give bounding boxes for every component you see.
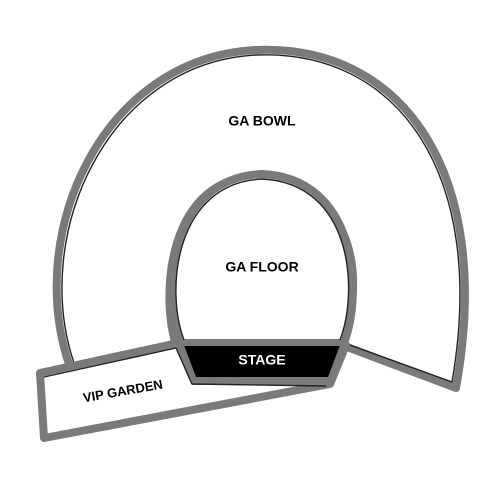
ga-floor-inner-line <box>175 178 350 341</box>
stage-label: STAGE <box>238 352 285 368</box>
ga-floor-shape[interactable] <box>167 170 357 347</box>
section-ga-floor[interactable]: GA FLOOR <box>167 170 357 347</box>
ga-floor-label: GA FLOOR <box>225 259 298 275</box>
ga-bowl-inner-line <box>61 54 461 383</box>
ga-bowl-label: GA BOWL <box>228 113 296 129</box>
section-stage[interactable]: STAGE <box>177 340 347 383</box>
vip-garden-inner-line <box>43 347 327 387</box>
stage-shape[interactable] <box>177 340 347 383</box>
